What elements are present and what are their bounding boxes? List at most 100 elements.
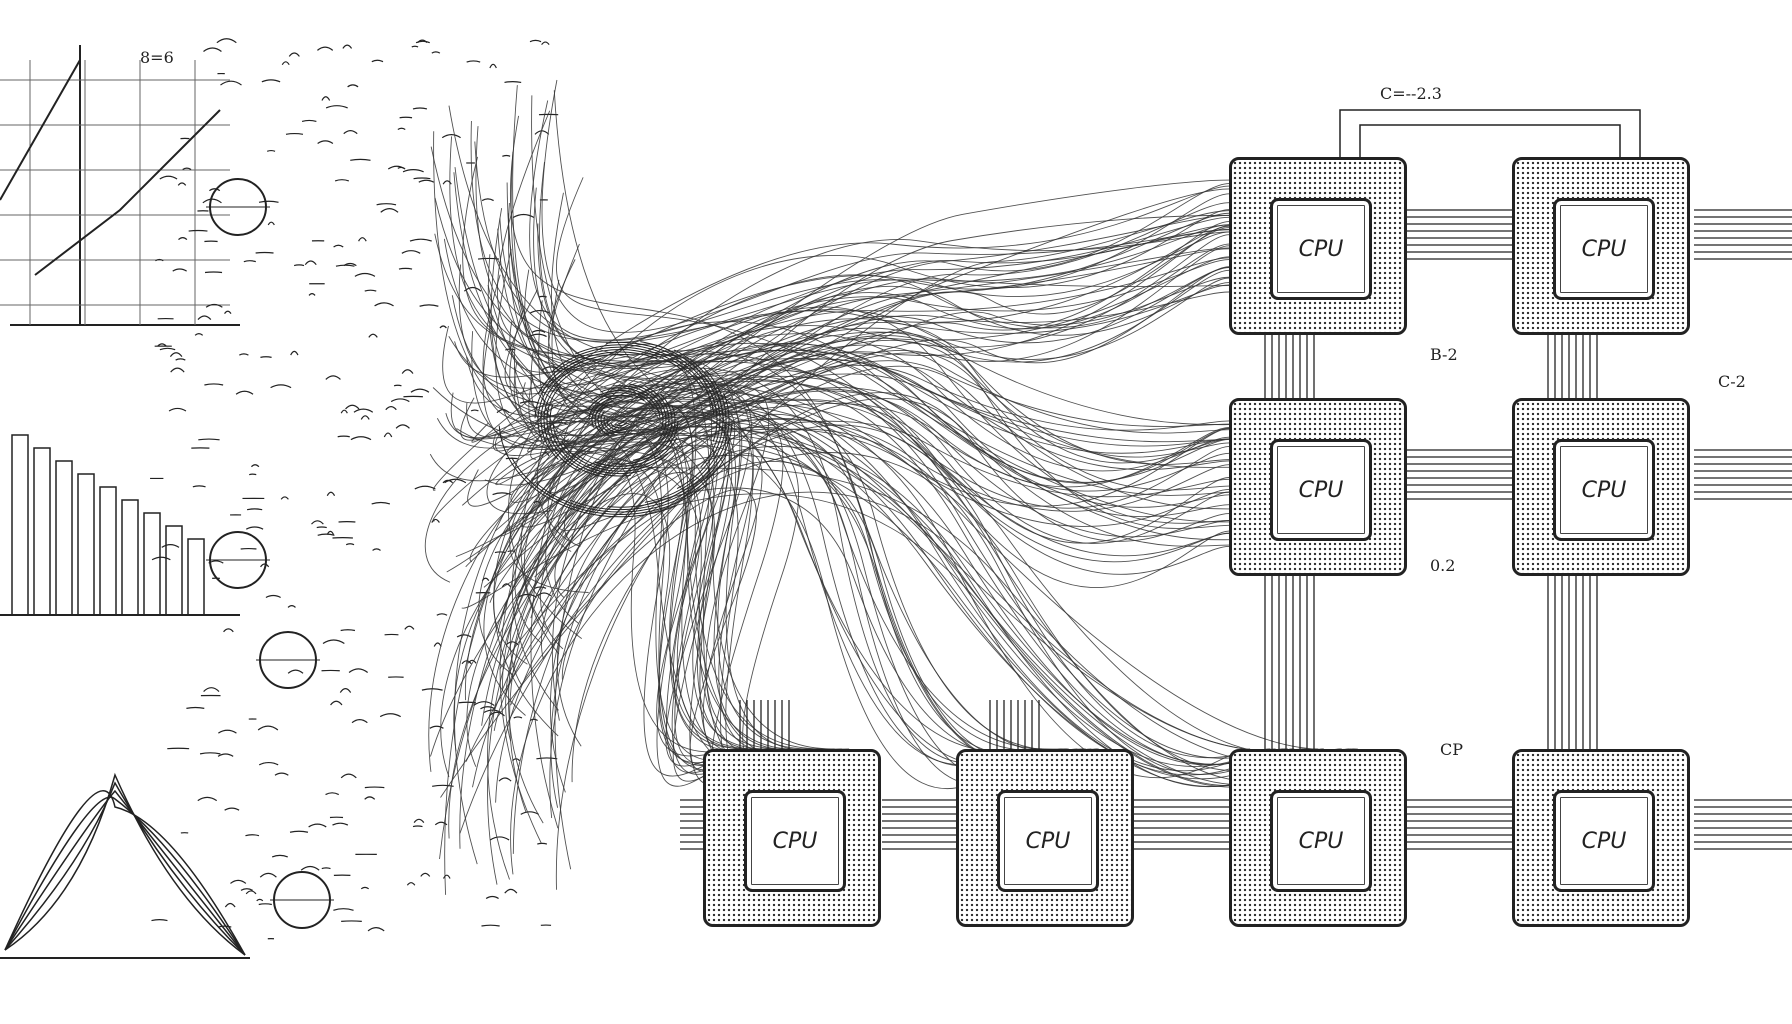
formula-scribble xyxy=(340,629,356,632)
swirl-arc xyxy=(543,369,581,473)
annotation: B-2 xyxy=(1430,345,1458,364)
formula-scribble xyxy=(536,757,558,760)
formula-scribble xyxy=(322,639,345,644)
formula-scribble xyxy=(224,902,236,908)
formula-scribble xyxy=(224,807,240,811)
formula-scribble xyxy=(333,244,344,248)
cpu-chip: CPU xyxy=(1229,398,1407,576)
formula-scribble xyxy=(182,167,192,170)
formula-scribble xyxy=(434,821,448,826)
formula-scribble xyxy=(317,46,334,51)
trace xyxy=(1339,109,1641,157)
annotation: C=--2.3 xyxy=(1380,84,1442,103)
formula-scribble xyxy=(293,264,305,267)
wire xyxy=(549,446,1295,793)
annotation: 0.2 xyxy=(1430,556,1456,575)
formula-scribble xyxy=(488,711,505,717)
cpu-label: CPU xyxy=(1270,439,1372,541)
formula-scribble xyxy=(281,61,290,66)
wire xyxy=(514,432,745,777)
formula-scribble xyxy=(257,725,279,731)
formula-scribble xyxy=(317,140,334,144)
wire xyxy=(448,229,1230,839)
formula-scribble xyxy=(178,236,188,241)
swirl-arc xyxy=(603,416,623,434)
formula-scribble xyxy=(397,127,406,131)
wire xyxy=(493,234,1230,737)
formula-scribble xyxy=(402,169,424,173)
swirl-arc xyxy=(594,420,679,467)
cpu-chip: CPU xyxy=(703,749,881,927)
wire xyxy=(521,344,1230,520)
wire xyxy=(471,331,1230,447)
annotation: C-2 xyxy=(1718,372,1746,391)
formula-scribble xyxy=(345,543,355,546)
formula-scribble xyxy=(411,45,419,48)
formula-scribble xyxy=(177,182,187,186)
swirl-arc xyxy=(540,358,601,460)
wire xyxy=(482,315,850,750)
swirl-arc xyxy=(569,422,733,511)
formula-scribble xyxy=(536,592,552,597)
formula-scribble xyxy=(358,237,367,242)
formula-scribble xyxy=(376,203,397,206)
formula-scribble xyxy=(420,872,431,877)
formula-scribble xyxy=(441,133,461,139)
wire xyxy=(429,269,1230,757)
formula-scribble xyxy=(287,669,304,674)
formula-scribble xyxy=(431,51,441,54)
formula-scribble xyxy=(192,485,206,488)
formula-scribble xyxy=(321,96,331,101)
chart-bar xyxy=(55,460,73,616)
swirl-arc xyxy=(591,397,623,428)
formula-scribble xyxy=(343,129,358,135)
swirl-arc xyxy=(591,389,655,408)
formula-scribble xyxy=(245,834,260,837)
swirl-arc xyxy=(537,353,629,442)
wire xyxy=(541,79,1230,333)
formula-scribble xyxy=(216,38,237,44)
formula-scribble xyxy=(538,295,547,298)
formula-scribble xyxy=(473,701,495,707)
wire xyxy=(446,179,1230,573)
formula-scribble xyxy=(235,390,254,395)
formula-scribble xyxy=(414,485,436,490)
chart-curve xyxy=(4,796,246,956)
swirl-arc xyxy=(612,385,664,430)
chart-curve xyxy=(4,790,246,956)
chart-bar xyxy=(165,525,183,616)
formula-scribble xyxy=(220,80,242,86)
formula-scribble xyxy=(197,796,218,802)
swirl-arc xyxy=(605,341,718,442)
cpu-chip: CPU xyxy=(1512,749,1690,927)
swirl-arc xyxy=(546,385,606,478)
formula-scribble xyxy=(246,508,263,511)
wire xyxy=(550,445,741,808)
formula-scribble xyxy=(339,688,352,693)
wire xyxy=(508,417,1230,824)
formula-scribble xyxy=(267,221,275,226)
wire xyxy=(506,182,1230,423)
wire xyxy=(470,120,1230,361)
formula-scribble xyxy=(265,594,281,599)
formula-scribble xyxy=(335,264,355,267)
trace xyxy=(1359,124,1621,157)
formula-scribble xyxy=(364,786,385,789)
formula-scribble xyxy=(342,44,353,49)
formula-scribble xyxy=(351,719,368,724)
formula-scribble xyxy=(410,388,430,393)
cpu-label: CPU xyxy=(997,790,1099,892)
formula-scribble xyxy=(413,818,425,823)
formula-scribble xyxy=(466,60,481,63)
formula-scribble xyxy=(364,796,376,800)
formula-scribble xyxy=(245,526,264,530)
formula-scribble xyxy=(502,154,511,157)
formula-scribble xyxy=(470,409,479,412)
chart-bar xyxy=(121,499,139,616)
formula-scribble xyxy=(413,177,431,180)
formula-scribble xyxy=(285,132,304,135)
chart-line xyxy=(0,59,81,201)
wire xyxy=(469,428,759,764)
swirl-arc xyxy=(551,346,704,391)
formula-scribble xyxy=(218,729,237,734)
